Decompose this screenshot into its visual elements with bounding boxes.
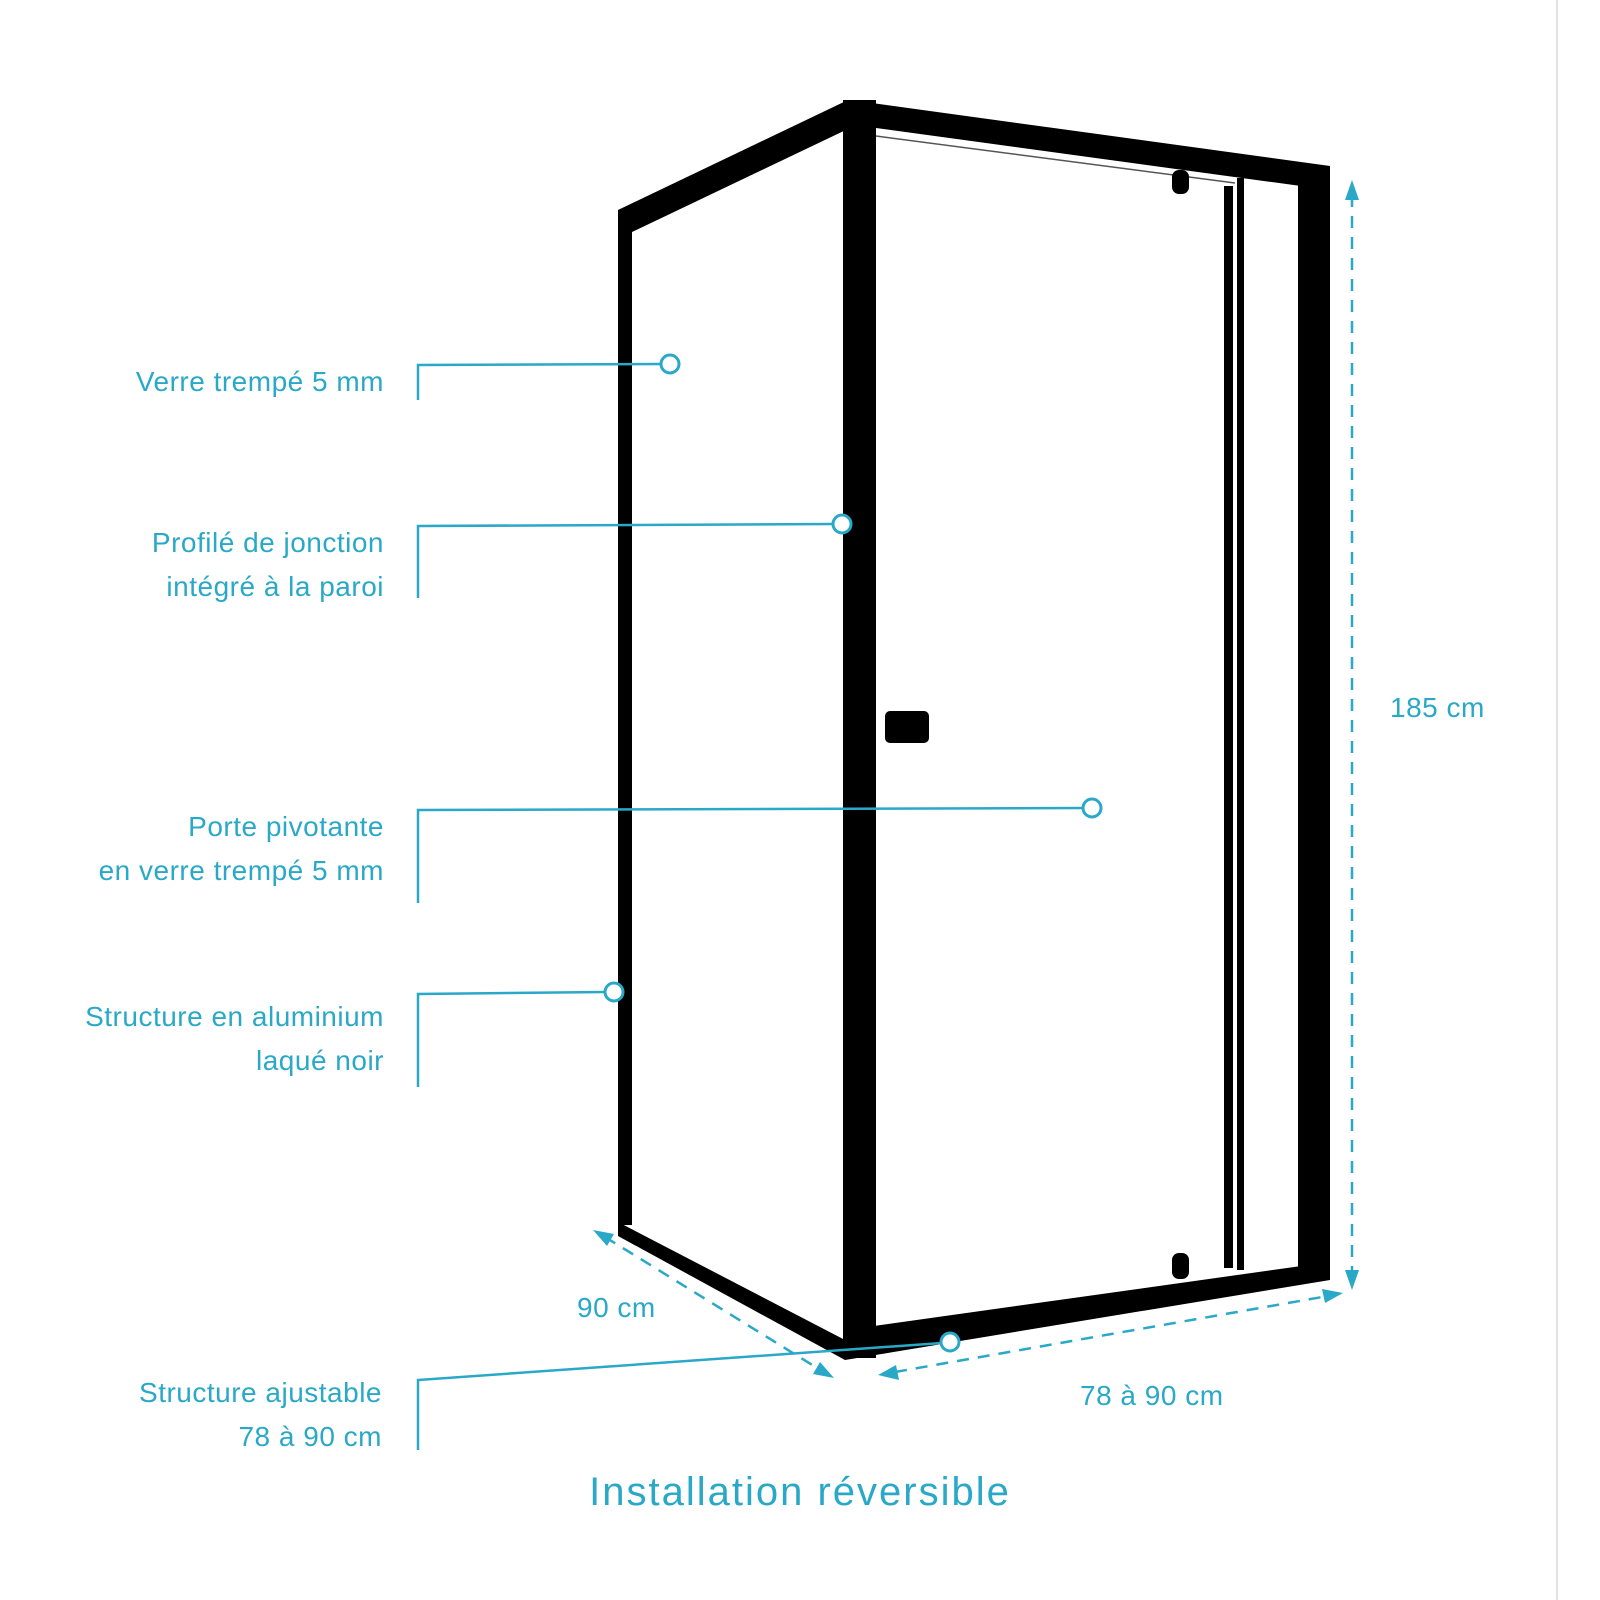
dimension-arrows (593, 180, 1359, 1380)
page-edge-divider (1556, 0, 1558, 1600)
callout-pivot-door: Porte pivotante en verre trempé 5 mm (99, 805, 384, 893)
door-handle-icon (885, 711, 929, 743)
dimension-height-label: 185 cm (1390, 692, 1485, 723)
callout-adjustable-structure: Structure ajustable 78 à 90 cm (139, 1371, 382, 1459)
dimension-depth-label: 90 cm (577, 1292, 656, 1323)
top-hinge-icon (1172, 170, 1189, 194)
callout-junction-profile: Profilé de jonction intégré à la paroi (152, 521, 384, 609)
left-fixed-panel (618, 100, 850, 1360)
callout-markers (603, 353, 1103, 1353)
bottom-hinge-icon (1172, 1253, 1189, 1279)
callout-text: Structure en aluminium (85, 1001, 384, 1032)
door-frame (843, 100, 1330, 1360)
callout-text: en verre trempé 5 mm (98, 855, 384, 886)
callout-text: Porte pivotante (188, 811, 384, 842)
callout-aluminium-structure: Structure en aluminium laqué noir (85, 995, 384, 1083)
dimension-lines (604, 195, 1354, 1374)
callout-text: laqué noir (256, 1045, 384, 1076)
callout-tempered-glass: Verre trempé 5 mm (136, 360, 384, 404)
callout-text: Verre trempé 5 mm (135, 366, 384, 397)
callout-text: Structure ajustable (139, 1377, 382, 1408)
callout-lines (416, 362, 1085, 1450)
installation-title: Installation réversible (589, 1470, 1011, 1514)
callout-text: Profilé de jonction (151, 527, 384, 558)
callout-text: 78 à 90 cm (238, 1421, 382, 1452)
dimension-width-label: 78 à 90 cm (1080, 1380, 1224, 1411)
callout-text: intégré à la paroi (166, 571, 384, 602)
